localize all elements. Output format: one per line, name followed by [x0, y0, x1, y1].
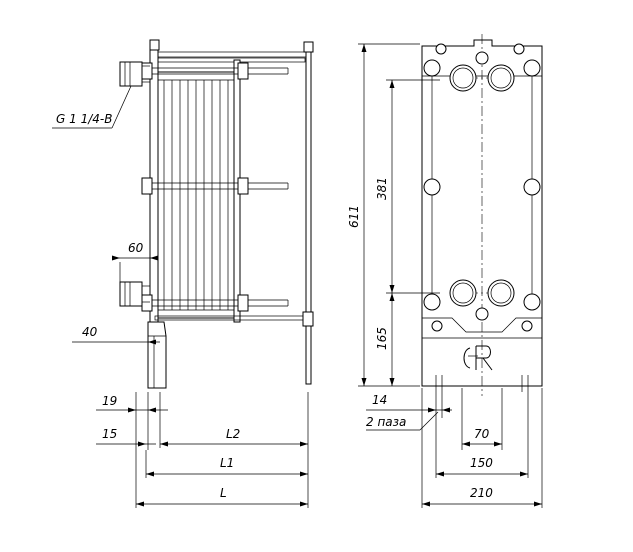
port-bottom-left: [449, 279, 477, 307]
nozzle-upper: [119, 61, 150, 87]
bolt-hole-1: [423, 59, 441, 77]
dim-L-label: L: [220, 486, 227, 500]
nozzle-lower: [119, 281, 150, 307]
side-arrowheads: [112, 255, 308, 507]
plate-notch: [422, 317, 542, 333]
bolt-hole-3: [475, 51, 489, 65]
bolt-hole-9: [431, 320, 443, 332]
plate-pack-lines: [158, 79, 234, 311]
front-support-leg: [147, 321, 167, 389]
top-hole-left: [435, 43, 447, 55]
dim-611-label: 611: [347, 205, 361, 228]
front-arrowheads: [361, 44, 542, 507]
bolt-hole-5: [523, 178, 541, 196]
port-top-left: [449, 64, 477, 92]
dim-70-label: 70: [474, 427, 490, 441]
dimensions-front: 611 381 165 14 2 паза 70 150 210: [347, 43, 543, 508]
top-rail-nut-right: [303, 41, 314, 53]
side-view: [119, 39, 314, 389]
top-hole-right: [513, 43, 525, 55]
dim-L1-label: L1: [220, 456, 234, 470]
manufacturer-emblem-icon: [463, 345, 493, 371]
bolt-hole-10: [521, 320, 533, 332]
dim-15-label: 15: [102, 427, 117, 441]
thread-label: G 1 1/4-B: [56, 112, 112, 126]
front-view: [421, 34, 543, 396]
slots-leader: [419, 411, 439, 431]
thread-leader: [111, 85, 132, 129]
dim-L2-label: L2: [226, 427, 240, 441]
rear-column: [305, 47, 312, 385]
dim-14-label: 14: [372, 393, 387, 407]
upper-guide-bar: [154, 57, 306, 63]
port-top-right: [487, 64, 515, 92]
dim-60-label: 60: [128, 241, 144, 255]
port-bottom-right: [487, 279, 515, 307]
dim-40-label: 40: [82, 325, 98, 339]
dim-210-label: 210: [470, 486, 493, 500]
bottom-rail-nut-right: [302, 311, 314, 327]
tie-bolt-top: [141, 62, 289, 80]
bolt-hole-2: [523, 59, 541, 77]
bolt-hole-8: [475, 307, 489, 321]
tie-bolt-bottom: [141, 294, 289, 312]
dim-19-label: 19: [102, 394, 117, 408]
bolt-hole-6: [423, 293, 441, 311]
dim-150-label: 150: [470, 456, 493, 470]
dim-381-label: 381: [375, 177, 389, 200]
bolt-hole-4: [423, 178, 441, 196]
top-rail-nut-left: [149, 39, 160, 51]
bolt-hole-7: [523, 293, 541, 311]
tie-bolt-middle: [141, 177, 289, 195]
top-tie-bar: [155, 51, 309, 58]
dimensions-side: G 1 1/4-B 60 40 19 15 L2 L1 L: [52, 85, 309, 508]
slots-label: 2 паза: [366, 415, 406, 429]
dim-165-label: 165: [375, 327, 389, 350]
